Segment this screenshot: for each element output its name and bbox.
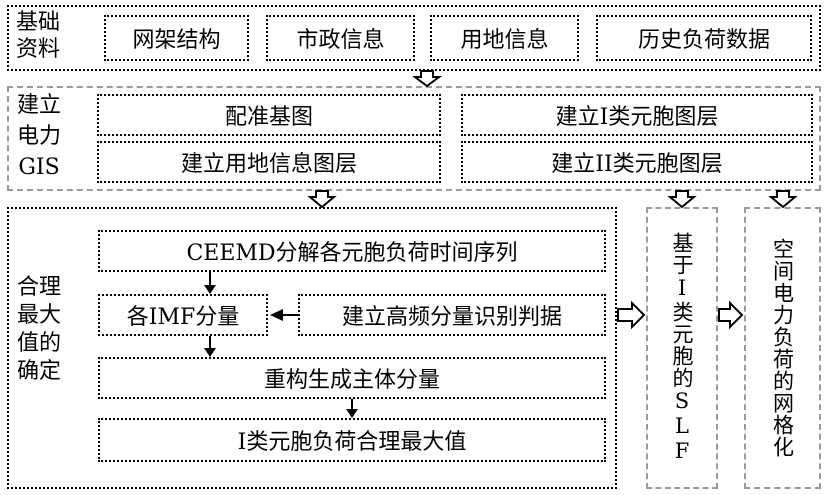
arrow-basic-to-gis — [415, 71, 439, 86]
arrow-gis-to-grid — [771, 191, 795, 207]
arrow-slf-to-grid — [719, 303, 742, 327]
arrow-maxval-to-slf — [618, 303, 644, 327]
arrow-gis-to-maxval — [310, 191, 334, 207]
arrow-gis-to-slf — [670, 191, 694, 207]
